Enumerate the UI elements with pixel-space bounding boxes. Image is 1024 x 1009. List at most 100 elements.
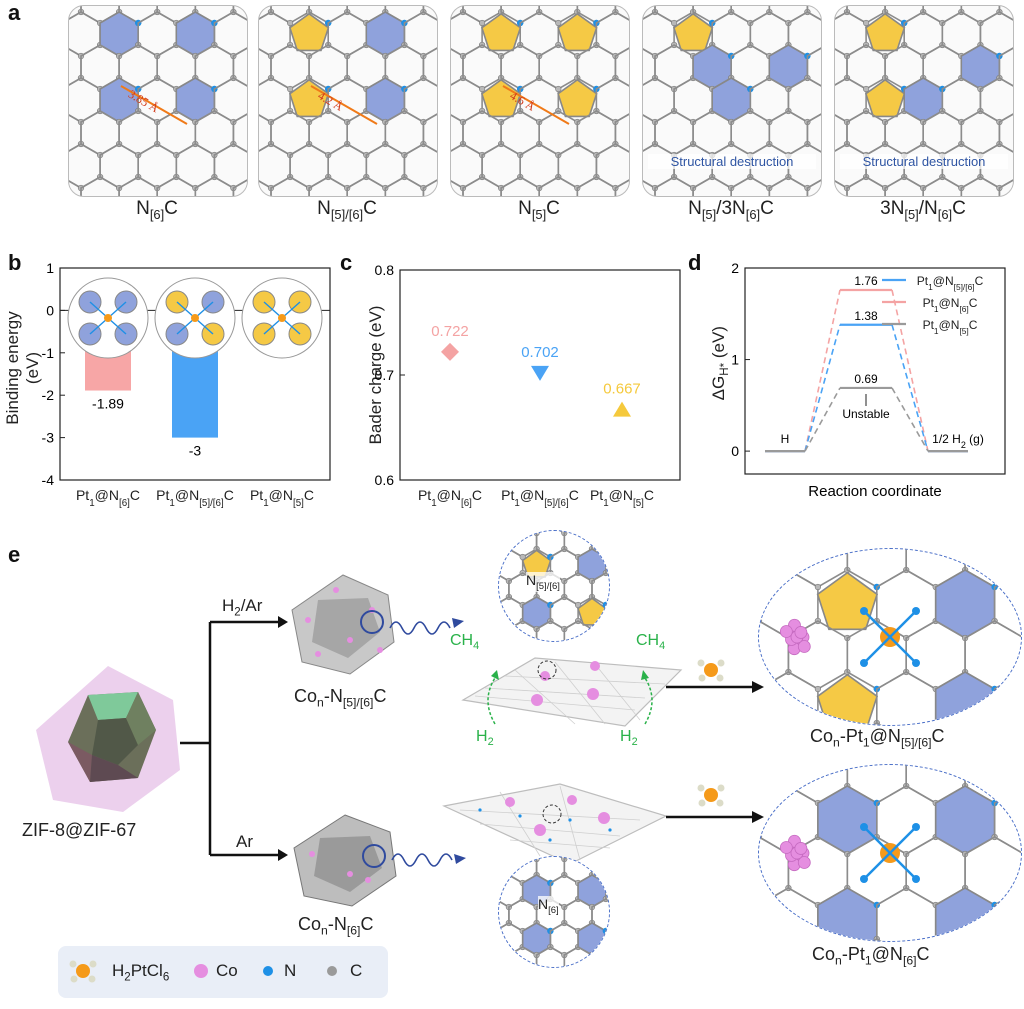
legend-n-label: N [284, 961, 297, 980]
precursor-label: ZIF-8@ZIF-67 [22, 820, 137, 840]
level-value-label: 1.76 [854, 274, 878, 288]
structure-name-5: 3N[5]/N[6]C [880, 198, 966, 222]
legend-co-dot [194, 964, 208, 978]
point-value-label: 0.722 [431, 323, 469, 340]
structural-destruction-note: Structural destruction [840, 154, 1008, 169]
co-cluster [779, 618, 811, 656]
point-value-label: 0.702 [521, 344, 559, 361]
reaction-arrow-top [666, 681, 764, 693]
wavy-arrow-top [389, 618, 464, 635]
unstable-annotation: Unstable [842, 407, 890, 421]
lattice-1 [69, 6, 247, 196]
pt-site-inset [241, 277, 323, 359]
route-arrows [180, 616, 288, 861]
category-label: Pt1@N[5]/[6]C [501, 487, 579, 508]
category-label: Pt1@N[5]C [250, 487, 314, 508]
route-top-label: H2/Ar [222, 596, 263, 619]
gas-out-left: CH4 [450, 632, 480, 653]
panel-label-b: b [8, 250, 22, 275]
distance-arrow [120, 85, 188, 125]
structure-card-5: Structural destruction [834, 5, 1014, 197]
state-label: 1/2 H2 (g) [932, 432, 984, 450]
category-label: Pt1@N[5]/[6]C [156, 487, 234, 508]
structural-destruction-note: Structural destruction [648, 154, 816, 169]
co-cluster [779, 834, 811, 872]
pt-site-inset [67, 277, 149, 359]
chart-b: 10-1-2-3-4-1.89Pt1@N[6]C-3Pt1@N[5]/[6]C-… [42, 260, 331, 508]
structure-name-3: N[5]C [518, 198, 560, 222]
bar-value-label: -3 [189, 443, 202, 459]
ytick-label: -2 [42, 387, 55, 403]
connector [891, 387, 929, 452]
structure-card-2: 4.2 Å [258, 5, 438, 197]
legend-c-label: C [350, 961, 363, 980]
connector [891, 324, 929, 452]
distance-arrow [502, 85, 570, 125]
gas-in-left: H2 [476, 728, 494, 749]
connector [891, 289, 929, 452]
pt-site-inset [154, 277, 236, 359]
category-label: Pt1@N[6]C [76, 487, 140, 508]
legend-label: Pt1@N[5]C [923, 318, 978, 336]
connector [804, 289, 841, 452]
data-point [531, 365, 549, 381]
distance-arrow [310, 85, 378, 125]
ytick-label: 1 [731, 352, 739, 368]
product-top-polyhedron [291, 574, 395, 675]
category-label: Pt1@N[6]C [418, 487, 482, 508]
legend-co-label: Co [216, 961, 238, 980]
legend-label: Pt1@N[6]C [923, 296, 978, 314]
ytick-label: -4 [42, 472, 55, 488]
legend-n-dot [263, 966, 273, 976]
lattice-2 [259, 6, 437, 196]
ytick-label: 0 [46, 302, 54, 318]
level-value-label: 0.69 [854, 372, 878, 386]
product-bottom-polyhedron [293, 814, 397, 907]
reaction-arrow-bottom [666, 811, 764, 823]
structure-card-3: 4.6 Å [450, 5, 630, 197]
panel-label-a: a [8, 0, 21, 25]
graphene-sheet-bottom [442, 783, 668, 865]
zif-dodecahedron [36, 666, 180, 812]
route-bottom-label: Ar [236, 832, 253, 851]
legend-h2ptcl6-label: H2PtCl6 [112, 961, 170, 984]
gas-out-right: CH4 [636, 632, 666, 653]
panel-label-e: e [8, 542, 21, 567]
gas-in-right: H2 [620, 728, 638, 749]
structure-card-4: Structural destruction [642, 5, 822, 197]
category-label: Pt1@N[5]C [590, 487, 654, 508]
lattice-5 [835, 6, 1013, 196]
bar-value-label: -1.89 [92, 396, 124, 412]
structure-name-2: N[5]/[6]C [317, 198, 377, 222]
graphene-sheet-top [461, 657, 683, 727]
inset-top-label: N[5]/[6] [526, 572, 560, 592]
ytick-label: 1 [46, 260, 54, 276]
ytick-label: 2 [731, 260, 739, 276]
lattice-4 [643, 6, 821, 196]
ytick-label: -3 [42, 430, 55, 446]
panel-label-d: d [688, 250, 702, 275]
ytick-label: -1 [42, 345, 55, 361]
inset-bottom-label: N[6] [538, 896, 559, 916]
wavy-arrow-bottom [391, 853, 466, 867]
connector [804, 387, 841, 452]
pt-reagent-icon-top [697, 659, 725, 682]
xaxis-label: Reaction coordinate [808, 483, 941, 500]
gas-flow-arrows [487, 670, 653, 725]
legend-c-dot [327, 966, 337, 976]
ytick-label: 0.7 [375, 367, 395, 383]
product-top-label: Con-N[5]/[6]C [294, 686, 387, 710]
ytick-label: 0 [731, 443, 739, 459]
ytick-label: 0.6 [375, 472, 395, 488]
lattice-3 [451, 6, 629, 196]
panel-label-c: c [340, 250, 353, 275]
data-point [613, 401, 631, 417]
final-product-top [758, 548, 1022, 726]
ytick-label: 0.8 [375, 262, 395, 278]
structure-name-1: N[6]C [136, 198, 178, 222]
product-bottom-label: Con-N[6]C [298, 914, 374, 938]
legend-h2ptcl6-icon [69, 960, 97, 983]
final-bottom-label: Con-Pt1@N[6]C [812, 944, 930, 968]
